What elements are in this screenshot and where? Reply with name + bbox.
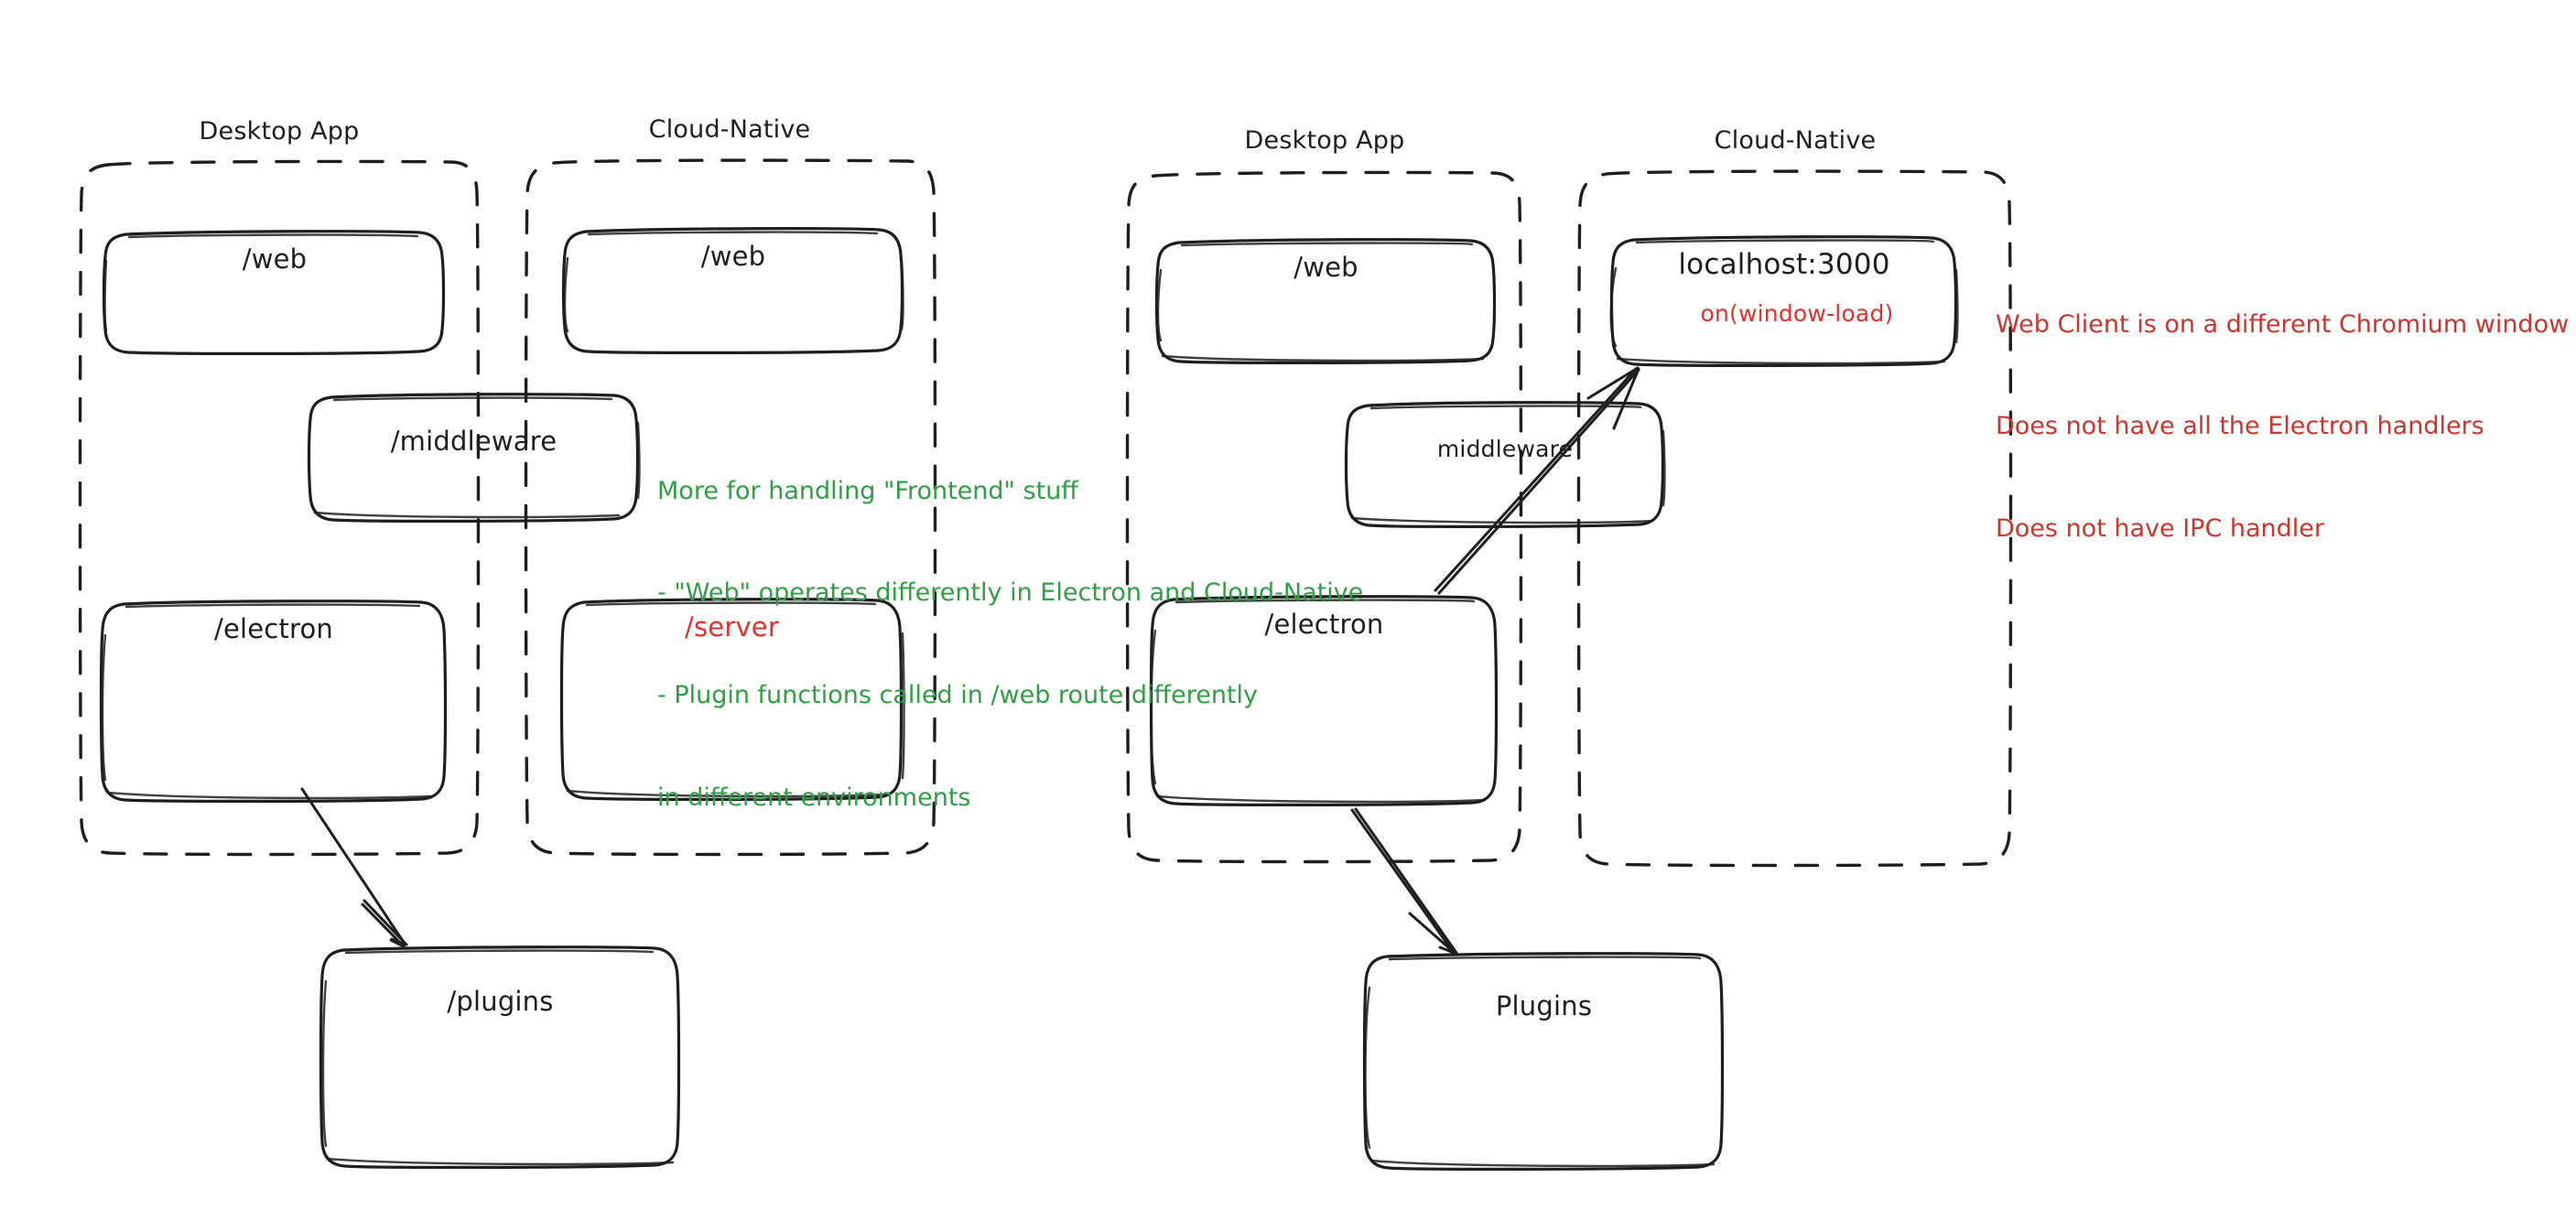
node-left-server[interactable] <box>561 599 904 801</box>
node-right-desktop-web[interactable] <box>1156 239 1497 364</box>
node-label-right-localhost: localhost:3000 <box>1678 248 1890 281</box>
node-left-electron-shape <box>99 600 448 803</box>
arrow-right-electron-localhost[interactable] <box>1434 366 1640 593</box>
node-left-desktop-web-shape <box>102 230 446 355</box>
note-red: Web Client is on a different Chromium wi… <box>1996 239 2569 614</box>
node-label-right-desktop-web: /web <box>1293 252 1358 283</box>
note-green: More for handling "Frontend" stuff - "We… <box>657 405 1363 883</box>
arrow-right-electron-plugins[interactable] <box>1350 807 1458 956</box>
node-label-left-server: /server <box>685 611 779 643</box>
node-left-server-shape <box>559 598 905 801</box>
note-red-line-1: Web Client is on a different Chromium wi… <box>1996 309 2570 339</box>
node-left-plugins-shape <box>319 946 681 1169</box>
group-right-desktop-app-border <box>1125 170 1523 864</box>
group-title-left-cloud-native: Cloud-Native <box>648 115 811 144</box>
note-green-line-1: More for handling "Frontend" stuff <box>657 476 1078 505</box>
node-label-left-cloud-web: /web <box>700 241 766 272</box>
note-green-line-3: - Plugin functions called in /web route … <box>657 681 1259 709</box>
group-left-desktop-app-border <box>78 159 481 857</box>
node-label-right-middleware: middleware <box>1436 436 1574 462</box>
node-left-plugins[interactable] <box>320 946 680 1169</box>
note-green-line-2: - "Web" operates differently in Electron… <box>657 578 1364 608</box>
note-green-line-4: in different environments <box>657 783 971 812</box>
node-label-right-electron: /electron <box>1264 609 1384 640</box>
group-title-right-cloud-native: Cloud-Native <box>1714 126 1877 155</box>
group-title-left-desktop-app: Desktop App <box>199 117 360 146</box>
node-label-right-plugins: Plugins <box>1495 990 1593 1021</box>
node-right-electron-shape <box>1149 595 1499 806</box>
note-red-line-2: Does not have all the Electron handlers <box>1996 412 2484 441</box>
node-left-middleware[interactable] <box>308 394 639 523</box>
node-label-left-electron: /electron <box>213 613 334 644</box>
node-label-left-desktop-web: /web <box>242 243 308 275</box>
node-right-localhost-shape <box>1609 235 1959 367</box>
node-left-electron[interactable] <box>101 600 447 803</box>
node-left-cloud-web[interactable] <box>563 228 904 353</box>
node-right-plugins-shape <box>1362 952 1725 1171</box>
node-label-left-plugins: /plugins <box>447 986 554 1017</box>
note-red-line-3: Does not have IPC handler <box>1996 514 2325 543</box>
node-left-desktop-web[interactable] <box>103 231 444 355</box>
arrow-left-electron-plugins[interactable] <box>302 787 410 947</box>
arrow-right-electron-to-localhost <box>1434 366 1640 595</box>
node-label-right-localhost-onwindowload: on(window-load) <box>1700 300 1894 327</box>
group-title-right-desktop-app: Desktop App <box>1244 126 1405 155</box>
group-right-cloud-native-border <box>1576 169 2013 868</box>
arrow-left-electron-to-plugins <box>300 787 408 948</box>
node-label-left-middleware: /middleware <box>390 426 557 457</box>
node-right-desktop-web-shape <box>1154 238 1497 364</box>
group-left-cloud-native-border <box>524 158 937 857</box>
node-right-electron[interactable] <box>1151 596 1498 806</box>
node-right-plugins[interactable] <box>1364 953 1724 1171</box>
node-left-cloud-web-shape <box>561 227 904 354</box>
arrow-right-electron-to-plugins <box>1350 807 1458 956</box>
node-left-middleware-shape <box>307 393 641 523</box>
node-right-localhost[interactable] <box>1611 236 1959 367</box>
